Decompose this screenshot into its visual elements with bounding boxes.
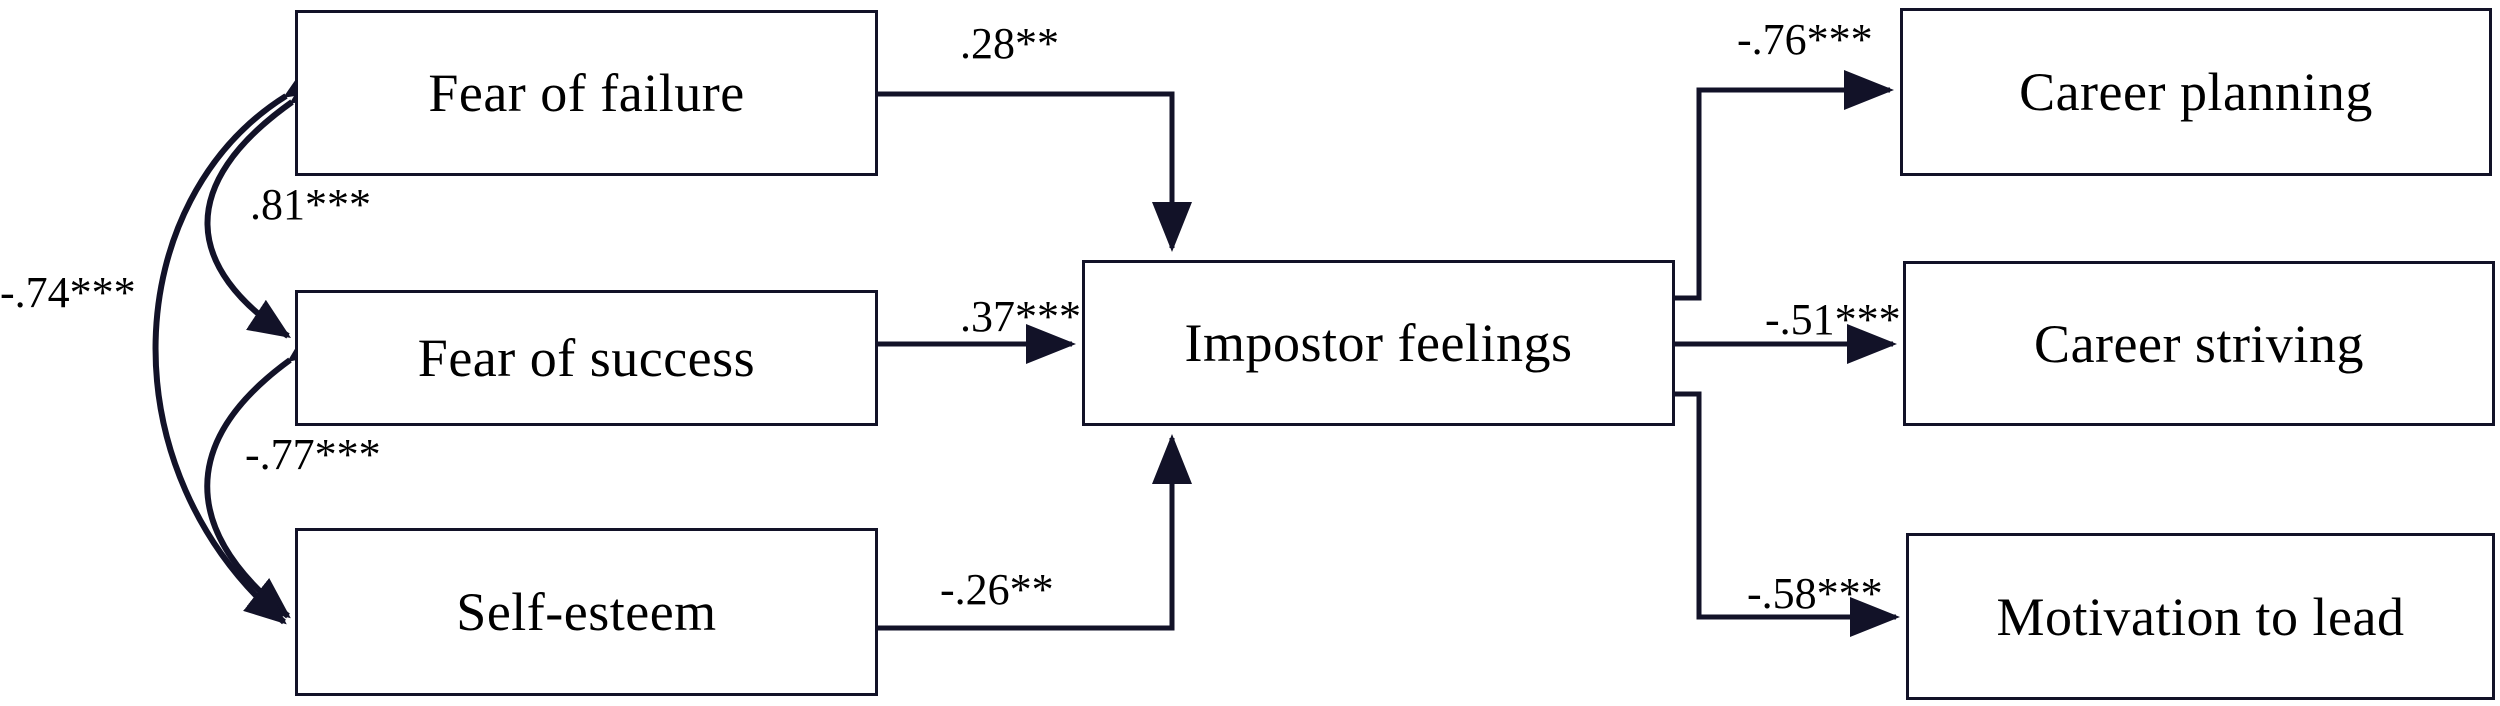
node-fear-of-failure[interactable]: Fear of failure [295, 10, 878, 176]
node-label-fear-of-success: Fear of success [417, 328, 756, 388]
node-label-career-striving: Career striving [2034, 313, 2364, 374]
edge-label-fear-of-failure-self-esteem-correlation: -.74*** [0, 268, 136, 317]
node-label-self-esteem: Self-esteem [456, 582, 717, 642]
node-label-fear-of-failure: Fear of failure [428, 63, 745, 123]
edge-label-fear-of-success-to-impostor-feelings: .37*** [960, 292, 1081, 341]
node-career-planning[interactable]: Career planning [1900, 8, 2492, 176]
edge-impostor-feelings-to-motivation-to-lead [1675, 391, 1901, 637]
node-label-career-planning: Career planning [2019, 62, 2373, 122]
node-self-esteem[interactable]: Self-esteem [295, 528, 878, 696]
edge-label-self-esteem-to-impostor-feelings: -.26** [940, 565, 1054, 614]
edge-fear-of-success-self-esteem-correlation [204, 322, 332, 619]
edge-label-fear-of-failure-to-impostor-feelings: .28** [960, 19, 1059, 68]
edge-label-impostor-feelings-to-career-striving: -.51*** [1765, 295, 1901, 344]
node-fear-of-success[interactable]: Fear of success [295, 290, 878, 426]
edge-label-impostor-feelings-to-motivation-to-lead: -.58*** [1747, 569, 1883, 618]
edge-self-esteem-to-impostor-feelings [878, 433, 1192, 631]
edge-impostor-feelings-to-career-planning [1675, 70, 1895, 301]
node-label-impostor-feelings: Impostor feelings [1184, 313, 1573, 373]
node-motivation-to-lead[interactable]: Motivation to lead [1906, 533, 2495, 700]
edge-fear-of-failure-to-impostor-feelings [878, 91, 1192, 253]
node-label-motivation-to-lead: Motivation to lead [1996, 586, 2405, 647]
edge-label-fear-of-success-self-esteem-correlation: -.77*** [245, 430, 381, 479]
edge-fear-of-failure-self-esteem-correlation [152, 60, 329, 625]
node-career-striving[interactable]: Career striving [1903, 261, 2495, 426]
edge-label-impostor-feelings-to-career-planning: -.76*** [1737, 15, 1873, 64]
node-impostor-feelings[interactable]: Impostor feelings [1082, 260, 1675, 426]
edge-label-fear-of-failure-fear-of-success-correlation: .81*** [250, 180, 371, 229]
